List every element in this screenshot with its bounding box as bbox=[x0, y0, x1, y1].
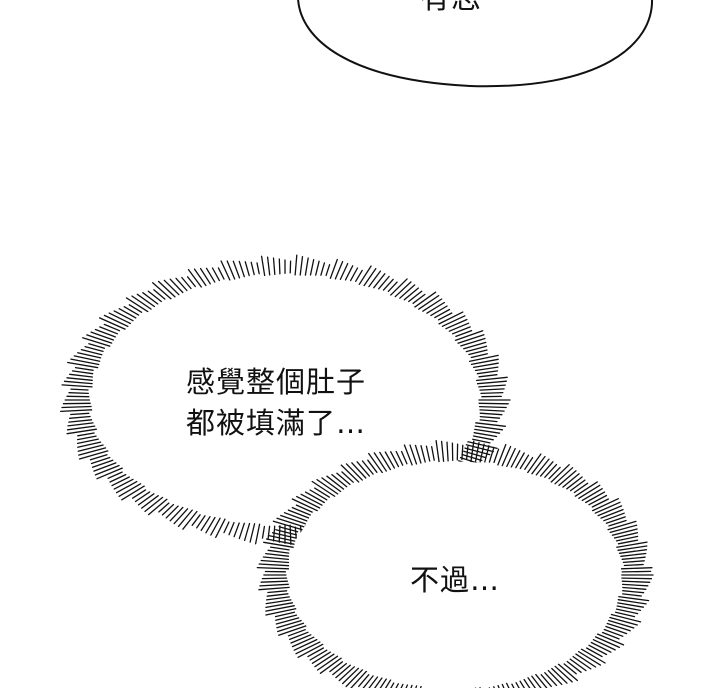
speech-bubble-top-text: 有志 bbox=[420, 0, 482, 19]
bubble-a-line-1: 感覺整個肚子 bbox=[186, 365, 367, 399]
burst-bubble-a-text: 感覺整個肚子 都被填滿了… bbox=[186, 362, 366, 444]
burst-bubble-b-text: 不過… bbox=[410, 560, 500, 601]
burst-bubble-b bbox=[256, 439, 654, 688]
bubble-a-line-2: 都被填滿了… bbox=[186, 406, 367, 440]
bubble-top-line-1: 有志 bbox=[420, 0, 482, 19]
speech-bubble-top bbox=[297, 0, 653, 88]
bubble-b-line-1: 不過… bbox=[410, 563, 501, 597]
